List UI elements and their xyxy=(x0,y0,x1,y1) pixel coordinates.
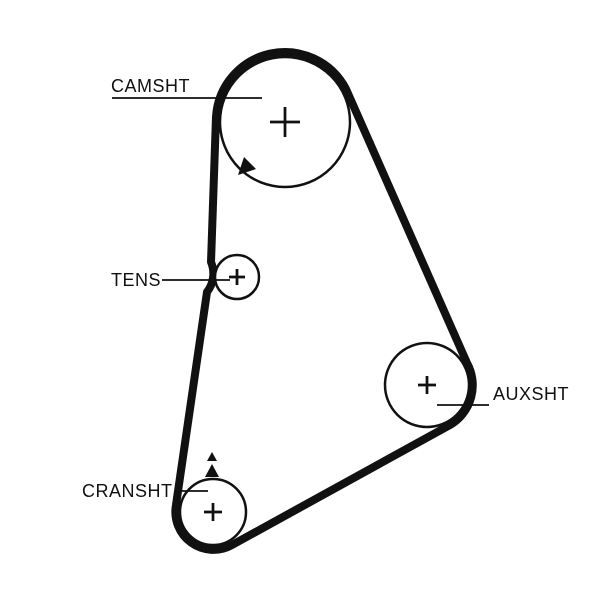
belt-direction-arrows-crankshaft xyxy=(205,452,219,477)
auxiliary-shaft-pulley xyxy=(383,341,471,429)
camshaft-center-mark xyxy=(270,107,300,137)
auxiliary-shaft-center-mark xyxy=(418,376,436,394)
timing-belt xyxy=(171,48,477,554)
tensioner-pulley xyxy=(213,253,261,301)
crankshaft-pulley xyxy=(178,477,248,547)
camshaft-pulley xyxy=(218,55,352,189)
crankshaft-center-mark xyxy=(204,503,222,521)
belt-direction-arrow-camshaft xyxy=(238,157,256,175)
crankshaft-label: CRANSHT xyxy=(82,481,173,501)
belt-direction-arrow-crankshaft-upper xyxy=(207,452,217,461)
auxiliary-shaft-label: AUXSHT xyxy=(493,384,569,404)
tensioner-center-mark xyxy=(229,269,245,285)
tensioner-callout: TENS xyxy=(111,270,230,290)
crankshaft-callout: CRANSHT xyxy=(82,481,208,501)
tensioner-label: TENS xyxy=(111,270,161,290)
camshaft-callout: CAMSHT xyxy=(111,76,262,99)
auxiliary-shaft-callout: AUXSHT xyxy=(437,384,569,406)
camshaft-label: CAMSHT xyxy=(111,76,190,96)
belt-direction-arrow-crankshaft-lower xyxy=(205,464,219,477)
